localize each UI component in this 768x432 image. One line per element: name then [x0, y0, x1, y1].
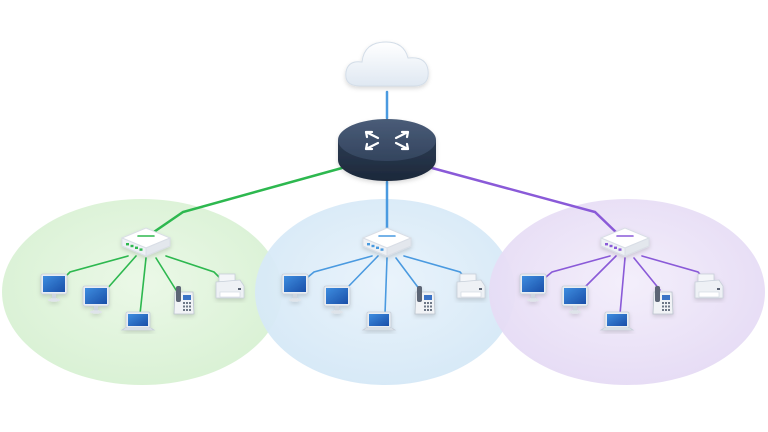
router-arrows-icon: [364, 130, 410, 151]
desktop-computer-icon: [40, 273, 68, 302]
desktop-computer-icon: [561, 285, 589, 314]
laptop-icon: [361, 311, 397, 331]
laptop-icon: [599, 311, 635, 331]
switch-icon: [599, 227, 651, 257]
ip-phone-icon: [173, 286, 195, 315]
desktop-computer-icon: [323, 285, 351, 314]
desktop-computer-icon: [519, 273, 547, 302]
switches: [120, 227, 651, 257]
desktop-computer-icon: [82, 285, 110, 314]
printer-icon: [694, 273, 724, 299]
cloud-icon: [345, 41, 429, 87]
link-router-green: [146, 166, 344, 238]
desktop-computer-icon: [281, 273, 309, 302]
ip-phone-icon: [652, 286, 674, 315]
ip-phone-icon: [414, 286, 436, 315]
backbone-links: [146, 90, 622, 238]
switch-icon: [120, 227, 172, 257]
link-router-purple: [430, 166, 622, 238]
printer-icon: [215, 273, 245, 299]
devices: [40, 273, 724, 331]
zones: [2, 199, 765, 385]
zone-purple: [489, 199, 765, 385]
switch-icon: [361, 227, 413, 257]
printer-icon: [456, 273, 486, 299]
router-icon: [338, 119, 436, 181]
laptop-icon: [120, 311, 156, 331]
